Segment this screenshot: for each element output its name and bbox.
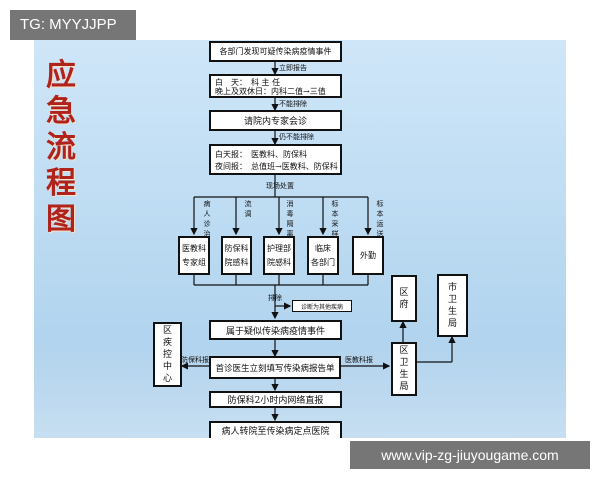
branch-label-char: 治 (203, 230, 211, 238)
branch-box-medical-affairs: 医教科 专家组 (178, 236, 210, 275)
step-day-night-report: 白天报： 医教科、防保科 夜间报： 总值班→医教科、防保科 (209, 144, 342, 175)
title-char: 图 (46, 202, 76, 237)
district-government: 区 府 (391, 275, 417, 322)
branch-label-char: 诊 (203, 220, 211, 228)
step-text-line: 白天报： 医教科、防保科 (215, 150, 307, 159)
step-text: 防保科2小时内网络直报 (227, 396, 324, 406)
title-char: 应 (46, 58, 76, 93)
branch-label-char: 标 (376, 200, 384, 208)
step-text: 属于疑似传染病疫情事件 (225, 326, 325, 337)
branch-label: 标本采样 (330, 199, 340, 239)
branch-label: 病人诊治 (202, 199, 212, 239)
edge-label-report: 立即报告 (279, 64, 307, 72)
step-suspected-confirmed: 属于疑似传染病疫情事件 (209, 320, 342, 340)
step-report-suspected-event: 各部门发现可疑传染病疫情事件 (209, 41, 342, 62)
edge-label-medical-report: 医教科报 (345, 356, 373, 364)
step-network-direct-report: 防保科2小时内网络直报 (209, 391, 342, 408)
branch-label-char: 本 (376, 210, 384, 218)
step-expert-consultation: 请院内专家会诊 (209, 110, 342, 131)
watermark-top-left: TG: MYYJJPP (10, 10, 136, 40)
district-health-bureau: 区 卫 生 局 (391, 342, 417, 396)
step-text: 请院内专家会诊 (243, 117, 307, 127)
branch-label-char: 消 (286, 200, 294, 208)
branch-label-char: 标 (331, 200, 339, 208)
title-char: 急 (46, 94, 76, 129)
edge-label-prevention-report: 防保科报 (181, 356, 209, 364)
edge-label-onsite: 现场处置 (266, 182, 294, 190)
branch-label-char: 流 (244, 200, 252, 208)
branch-label-char: 隔 (286, 220, 294, 228)
step-text: 各部门发现可疑传染病疫情事件 (219, 47, 332, 56)
branch-label-char: 离 (286, 230, 294, 238)
district-cdc: 区 疾 控 中 心 (153, 322, 182, 387)
branch-box-clinical: 临床 各部门 (307, 236, 339, 275)
branch-label-char: 调 (244, 210, 252, 218)
step-notify-director: 白 天： 科 主 任 晚上及双休日：内科二值→三值 (209, 74, 342, 98)
title-char: 流 (46, 130, 76, 165)
watermark-bottom-right: www.vip-zg-jiuyougame.com (350, 441, 590, 469)
step-text: 病人转院至传染病定点医院 (221, 427, 330, 437)
step-text: 首诊医生立刻填写传染病报告单 (215, 363, 335, 374)
step-text-line: 白 天： 科 主 任 (215, 78, 281, 87)
branch-label-char: 毒 (286, 210, 294, 218)
branch-label-char: 采 (331, 220, 339, 228)
step-transfer-patient: 病人转院至传染病定点医院 (209, 421, 342, 438)
branch-label-char: 运 (376, 220, 384, 228)
city-health-bureau: 市 卫 生 局 (437, 274, 468, 337)
excluded-other-disease: 诊断为其他疾病 (292, 300, 352, 312)
step-fill-report-card: 首诊医生立刻填写传染病报告单 (209, 356, 341, 379)
title-char: 程 (46, 166, 76, 201)
branch-label: 消毒隔离 (285, 199, 295, 239)
edge-label-not-excluded: 不能排除 (279, 100, 307, 108)
vertical-title: 应 急 流 程 图 (44, 58, 78, 238)
step-text-line: 晚上及双休日：内科二值→三值 (215, 87, 326, 96)
branch-box-field: 外勤 (352, 236, 384, 275)
step-text-line: 夜间报： 总值班→医教科、防保科 (215, 162, 338, 171)
branch-label: 标本运送 (375, 199, 385, 239)
branch-label-char: 本 (331, 210, 339, 218)
branch-label-char: 样 (331, 230, 339, 238)
branch-label: 流调 (243, 199, 253, 219)
branch-label-char: 送 (376, 230, 384, 238)
edge-label-excluded: 排除 (268, 294, 282, 302)
branch-label-char: 病 (203, 200, 211, 208)
branch-label-char: 人 (203, 210, 211, 218)
edge-label-still-not-excluded: 仍不能排除 (279, 133, 314, 141)
branch-box-nursing: 护理部 院感科 (263, 236, 295, 275)
branch-box-prevention: 防保科 院感科 (221, 236, 252, 275)
